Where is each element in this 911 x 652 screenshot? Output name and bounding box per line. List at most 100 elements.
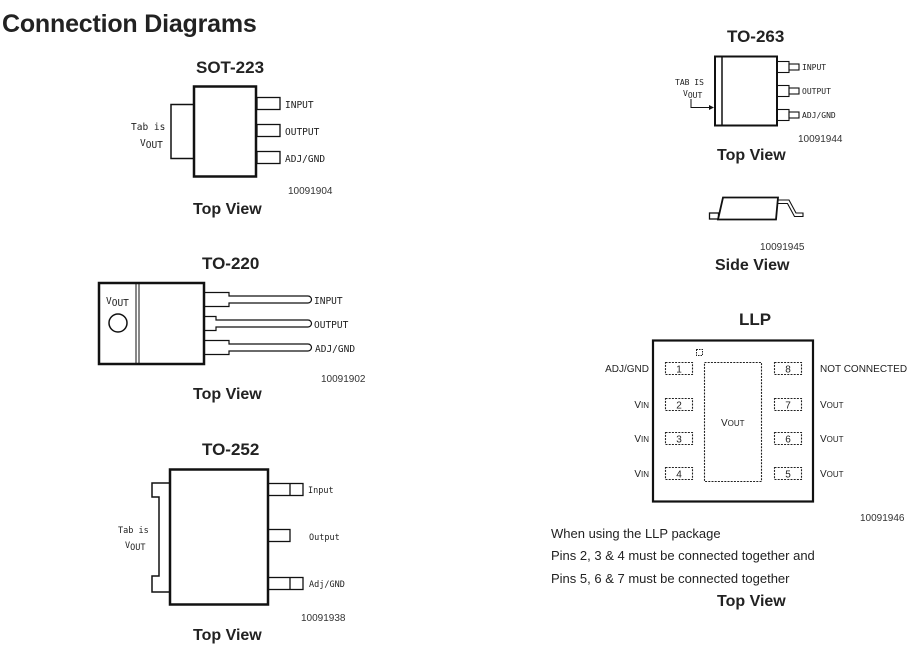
to252-pin-3 (267, 576, 304, 591)
sot223-pin-2 (256, 123, 281, 138)
to252-pin-label-input: Input (308, 486, 334, 496)
llp-figure-id: 10091946 (860, 513, 905, 524)
to252-pin-label-output: Output (309, 533, 340, 543)
llp-pad-2: 2 (664, 397, 694, 412)
llp-pads: 1 2 3 4 8 7 6 5 (664, 361, 803, 481)
llp-pin1-marker (696, 349, 703, 356)
llp-pad-number: 5 (785, 470, 791, 481)
to263-pin-2 (776, 84, 800, 98)
sot223-tab (170, 103, 195, 160)
llp-note-line-2: Pins 2, 3 & 4 must be connected together… (551, 548, 815, 563)
to252-view-label: Top View (193, 627, 262, 644)
sot223-body (192, 85, 258, 178)
llp-pin-label-1: ADJ/GND (605, 364, 649, 375)
llp-diagram (651, 339, 815, 503)
to263-pin-label-output: OUTPUT (802, 87, 831, 96)
to220-pin-label-output: OUTPUT (314, 320, 349, 331)
llp-center-pad (703, 361, 763, 483)
llp-pad-number: 7 (785, 401, 791, 412)
llp-pad-3: 3 (664, 431, 694, 446)
llp-pad-8: 8 (773, 361, 803, 376)
to252-title: TO-252 (202, 440, 260, 459)
to263-side-foot (708, 212, 720, 220)
llp-pin-label-8: NOT CONNECTED (820, 364, 907, 375)
to252-pin-2 (267, 528, 291, 543)
llp-view-label: Top View (717, 593, 786, 610)
to220-mounting-hole (108, 313, 128, 333)
to263-tab-label: TAB IS (675, 78, 704, 87)
llp-pin-label-4: VIN (634, 469, 649, 480)
llp-pin-label-7: VOUT (820, 400, 844, 411)
to263-body (714, 55, 778, 127)
llp-pin-label-2: VIN (634, 400, 649, 411)
to252-figure-id: 10091938 (301, 613, 346, 624)
to220-pin-2 (204, 315, 313, 332)
to220-tab-vout: VOUT (106, 296, 129, 309)
to252-diagram (151, 468, 304, 606)
llp-pin-label-5: VOUT (820, 469, 844, 480)
to220-pin-label-adj-gnd: ADJ/GND (315, 344, 355, 355)
to252-pin-1 (267, 482, 304, 497)
sot223-view-label: Top View (193, 201, 262, 218)
sot223-tab-vout: VOUT (140, 138, 163, 151)
to263-side-figure-id: 10091945 (760, 242, 805, 253)
llp-title: LLP (739, 310, 772, 329)
sot223-tab-label: Tab is (131, 122, 165, 133)
llp-pad-6: 6 (773, 431, 803, 446)
to252-tab-vout: VOUT (125, 541, 145, 553)
to263-side-view (708, 196, 804, 221)
to263-pin-label-input: INPUT (802, 63, 826, 72)
llp-note-line-1: When using the LLP package (551, 526, 721, 541)
sot223-figure-id: 10091904 (288, 186, 333, 197)
to220-view-label: Top View (193, 386, 262, 403)
to263-side-lead (777, 199, 804, 218)
llp-body (651, 339, 815, 503)
llp-pad-number: 2 (676, 401, 682, 412)
llp-pad-5: 5 (773, 466, 803, 481)
to220-figure-id: 10091902 (321, 374, 366, 385)
llp-pad-number: 4 (676, 470, 682, 481)
llp-pad-number: 8 (785, 365, 791, 376)
llp-pad-number: 1 (676, 365, 682, 376)
sot223-title: SOT-223 (196, 58, 265, 77)
to220-title: TO-220 (202, 254, 260, 273)
to220-pin-1 (204, 291, 313, 308)
llp-pad-number: 3 (676, 435, 682, 446)
llp-pin-label-6: VOUT (820, 434, 844, 445)
to263-pin-1 (776, 60, 800, 74)
sot223-pin-1 (256, 96, 281, 111)
to252-pin-label-adj-gnd: Adj/GND (309, 580, 345, 590)
llp-pad-7: 7 (773, 397, 803, 412)
to252-body (168, 468, 270, 606)
llp-center-pad-label: VOUT (721, 418, 745, 429)
sot223-pin-label-adj-gnd: ADJ/GND (285, 154, 325, 165)
to263-side-body (716, 196, 779, 221)
to263-pin-label-adj-gnd: ADJ/GND (802, 111, 836, 120)
llp-pin-label-3: VIN (634, 434, 649, 445)
llp-pad-1: 1 (664, 361, 694, 376)
sot223-pin-label-input: INPUT (285, 100, 314, 111)
to263-figure-id: 10091944 (798, 134, 843, 145)
to263-diagram (690, 55, 800, 127)
to252-tab (151, 482, 170, 593)
to263-title: TO-263 (727, 27, 785, 46)
to263-view-label: Top View (717, 147, 786, 164)
sot223-pin-3 (256, 150, 281, 165)
llp-pad-4: 4 (664, 466, 694, 481)
to220-pin-3 (204, 339, 313, 356)
llp-note-line-3: Pins 5, 6 & 7 must be connected together (551, 571, 790, 586)
sot223-pin-label-output: OUTPUT (285, 127, 320, 138)
page-heading: Connection Diagrams (2, 10, 257, 38)
to252-tab-label: Tab is (118, 526, 149, 536)
to263-pin-3 (776, 108, 800, 122)
to220-pin-label-input: INPUT (314, 296, 343, 307)
to220-body (97, 281, 206, 366)
llp-pin-labels: ADJ/GND VIN VIN VIN NOT CONNECTED VOUT VOUT VOU… (605, 364, 907, 480)
to220-diagram (97, 281, 313, 366)
to263-tab-arrow (690, 99, 709, 108)
sot223-diagram (170, 85, 281, 178)
llp-pad-number: 6 (785, 435, 791, 446)
to263-tab-vout: VOUT (683, 89, 702, 100)
to263-side-view-label: Side View (715, 257, 790, 274)
